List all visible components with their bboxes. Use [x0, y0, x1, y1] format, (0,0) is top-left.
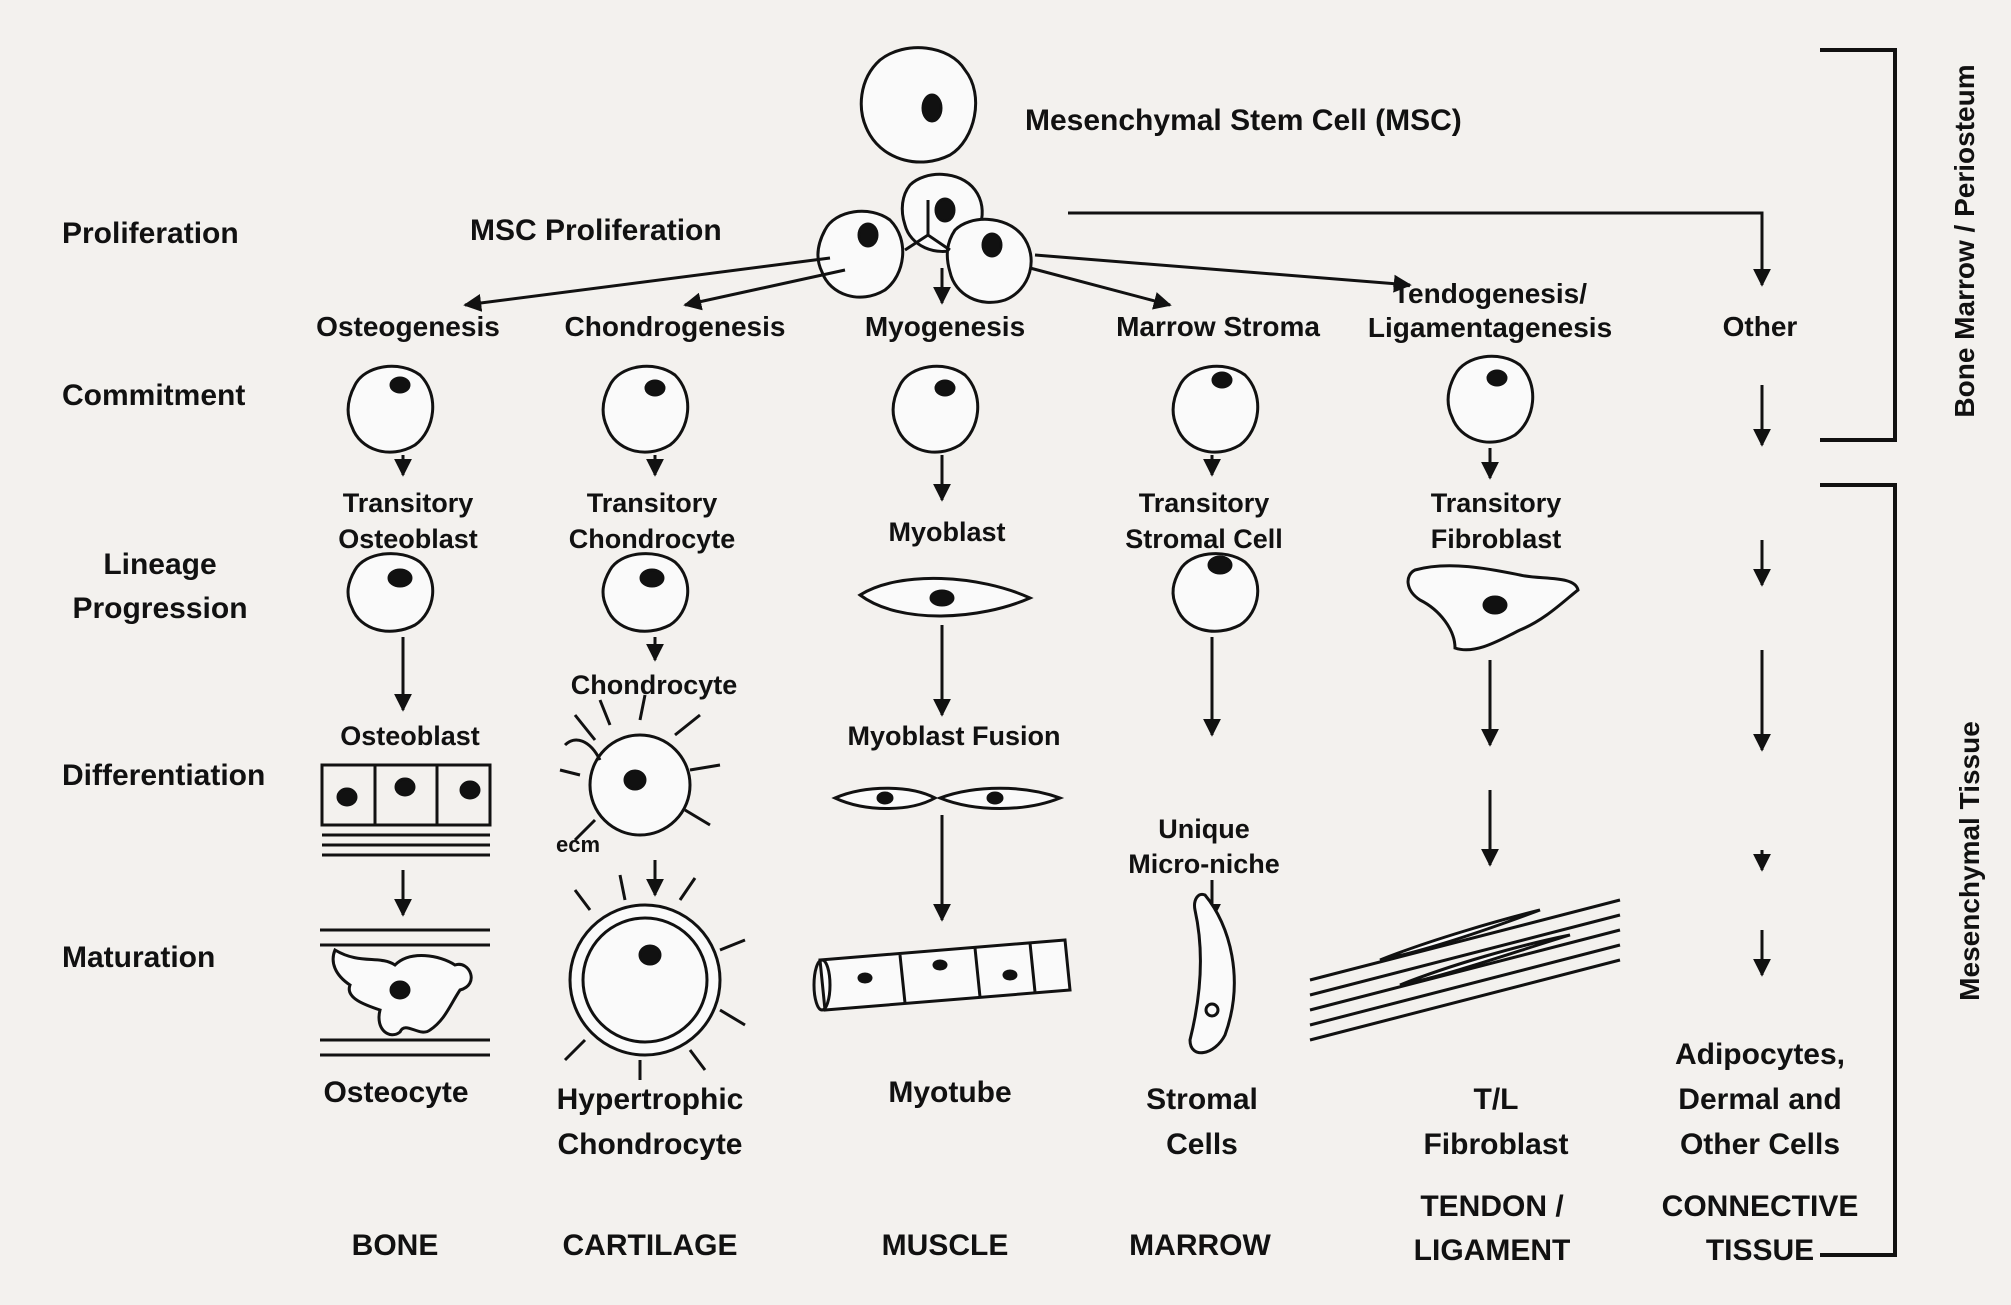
- stage-maturation: Maturation: [62, 941, 216, 974]
- side-label-bone-marrow: Bone Marrow / Periosteum: [1949, 64, 1980, 418]
- msc-proliferation-label: MSC Proliferation: [470, 214, 722, 247]
- process-myogenesis: Myogenesis: [864, 311, 1026, 342]
- hypertrophic-chondrocyte-icon: [563, 874, 746, 1080]
- stage-lineage-progression: Lineage Progression: [72, 548, 248, 625]
- chondrocyte-ecm-icon: [559, 694, 721, 842]
- process-osteogenesis: Osteogenesis: [316, 311, 500, 342]
- myotube-label: Myotube: [888, 1076, 1012, 1109]
- stage-differentiation: Differentiation: [62, 759, 266, 792]
- stage-commitment: Commitment: [62, 379, 246, 412]
- tendon-fibers-icon: [1309, 898, 1621, 1042]
- unique-micro-niche-label: Unique Micro-niche: [1128, 814, 1280, 880]
- diagram-title: Mesenchymal Stem Cell (MSC): [1025, 104, 1462, 137]
- transitory-osteoblast-label: Transitory Osteoblast: [338, 488, 478, 555]
- tissue-muscle: MUSCLE: [881, 1229, 1009, 1262]
- transitory-stromal-cell-icon: [1171, 552, 1260, 633]
- stroma-committed-cell-icon: [1171, 364, 1260, 454]
- process-chondrogenesis: Chondrogenesis: [564, 311, 786, 342]
- tl-fibroblast-label: T/L Fibroblast: [1423, 1083, 1569, 1161]
- tissue-bone: BONE: [351, 1229, 439, 1262]
- osteocyte-icon: [320, 928, 490, 1057]
- stromal-cells-label: Stromal Cells: [1146, 1083, 1258, 1161]
- tissue-marrow: MARROW: [1129, 1229, 1271, 1262]
- chondrocyte-label: Chondrocyte: [570, 670, 738, 700]
- myotube-icon: [812, 938, 1072, 1012]
- adipocytes-label: Adipocytes, Dermal and Other Cells: [1674, 1038, 1846, 1161]
- proliferating-cells-icon: [816, 172, 1033, 304]
- myoblast-fusion-icon: [831, 786, 1065, 810]
- osteocyte-label: Osteocyte: [323, 1076, 469, 1109]
- myoblast-fusion-label: Myoblast Fusion: [847, 721, 1061, 751]
- transitory-osteoblast-cell-icon: [346, 552, 435, 633]
- process-tendogenesis: Tendogenesis/ Ligamentagenesis: [1367, 278, 1613, 344]
- stage-proliferation: Proliferation: [62, 217, 239, 250]
- osteo-committed-cell-icon: [346, 364, 435, 454]
- msc-cell-icon: [859, 46, 978, 164]
- tissue-tendon-ligament: TENDON / LIGAMENT: [1413, 1190, 1571, 1267]
- osteoblast-label: Osteoblast: [340, 721, 480, 751]
- transitory-fibroblast-label: Transitory Fibroblast: [1430, 488, 1562, 555]
- tissue-connective: CONNECTIVE TISSUE: [1661, 1190, 1859, 1267]
- myo-committed-cell-icon: [891, 364, 980, 454]
- hypertrophic-chondrocyte-label: Hypertrophic Chondrocyte: [556, 1083, 744, 1161]
- stromal-cell-icon: [1188, 892, 1236, 1055]
- osteoblast-layer-icon: [320, 763, 492, 857]
- transitory-chondrocyte-cell-icon: [601, 552, 690, 633]
- side-label-mesenchymal-tissue: Mesenchymal Tissue: [1954, 721, 1985, 1001]
- process-marrow-stroma: Marrow Stroma: [1116, 311, 1320, 342]
- chondro-committed-cell-icon: [601, 364, 690, 454]
- transitory-fibroblast-cell-icon: [1406, 564, 1580, 652]
- tissue-cartilage: CARTILAGE: [562, 1229, 738, 1262]
- transitory-stromal-cell-label: Transitory Stromal Cell: [1125, 488, 1283, 555]
- process-other: Other: [1722, 311, 1798, 342]
- myoblast-label: Myoblast: [888, 517, 1006, 547]
- tendon-committed-cell-icon: [1446, 354, 1535, 444]
- myoblast-cell-icon: [857, 576, 1034, 618]
- ecm-label: ecm: [556, 832, 601, 857]
- transitory-chondrocyte-label: Transitory Chondrocyte: [568, 488, 736, 555]
